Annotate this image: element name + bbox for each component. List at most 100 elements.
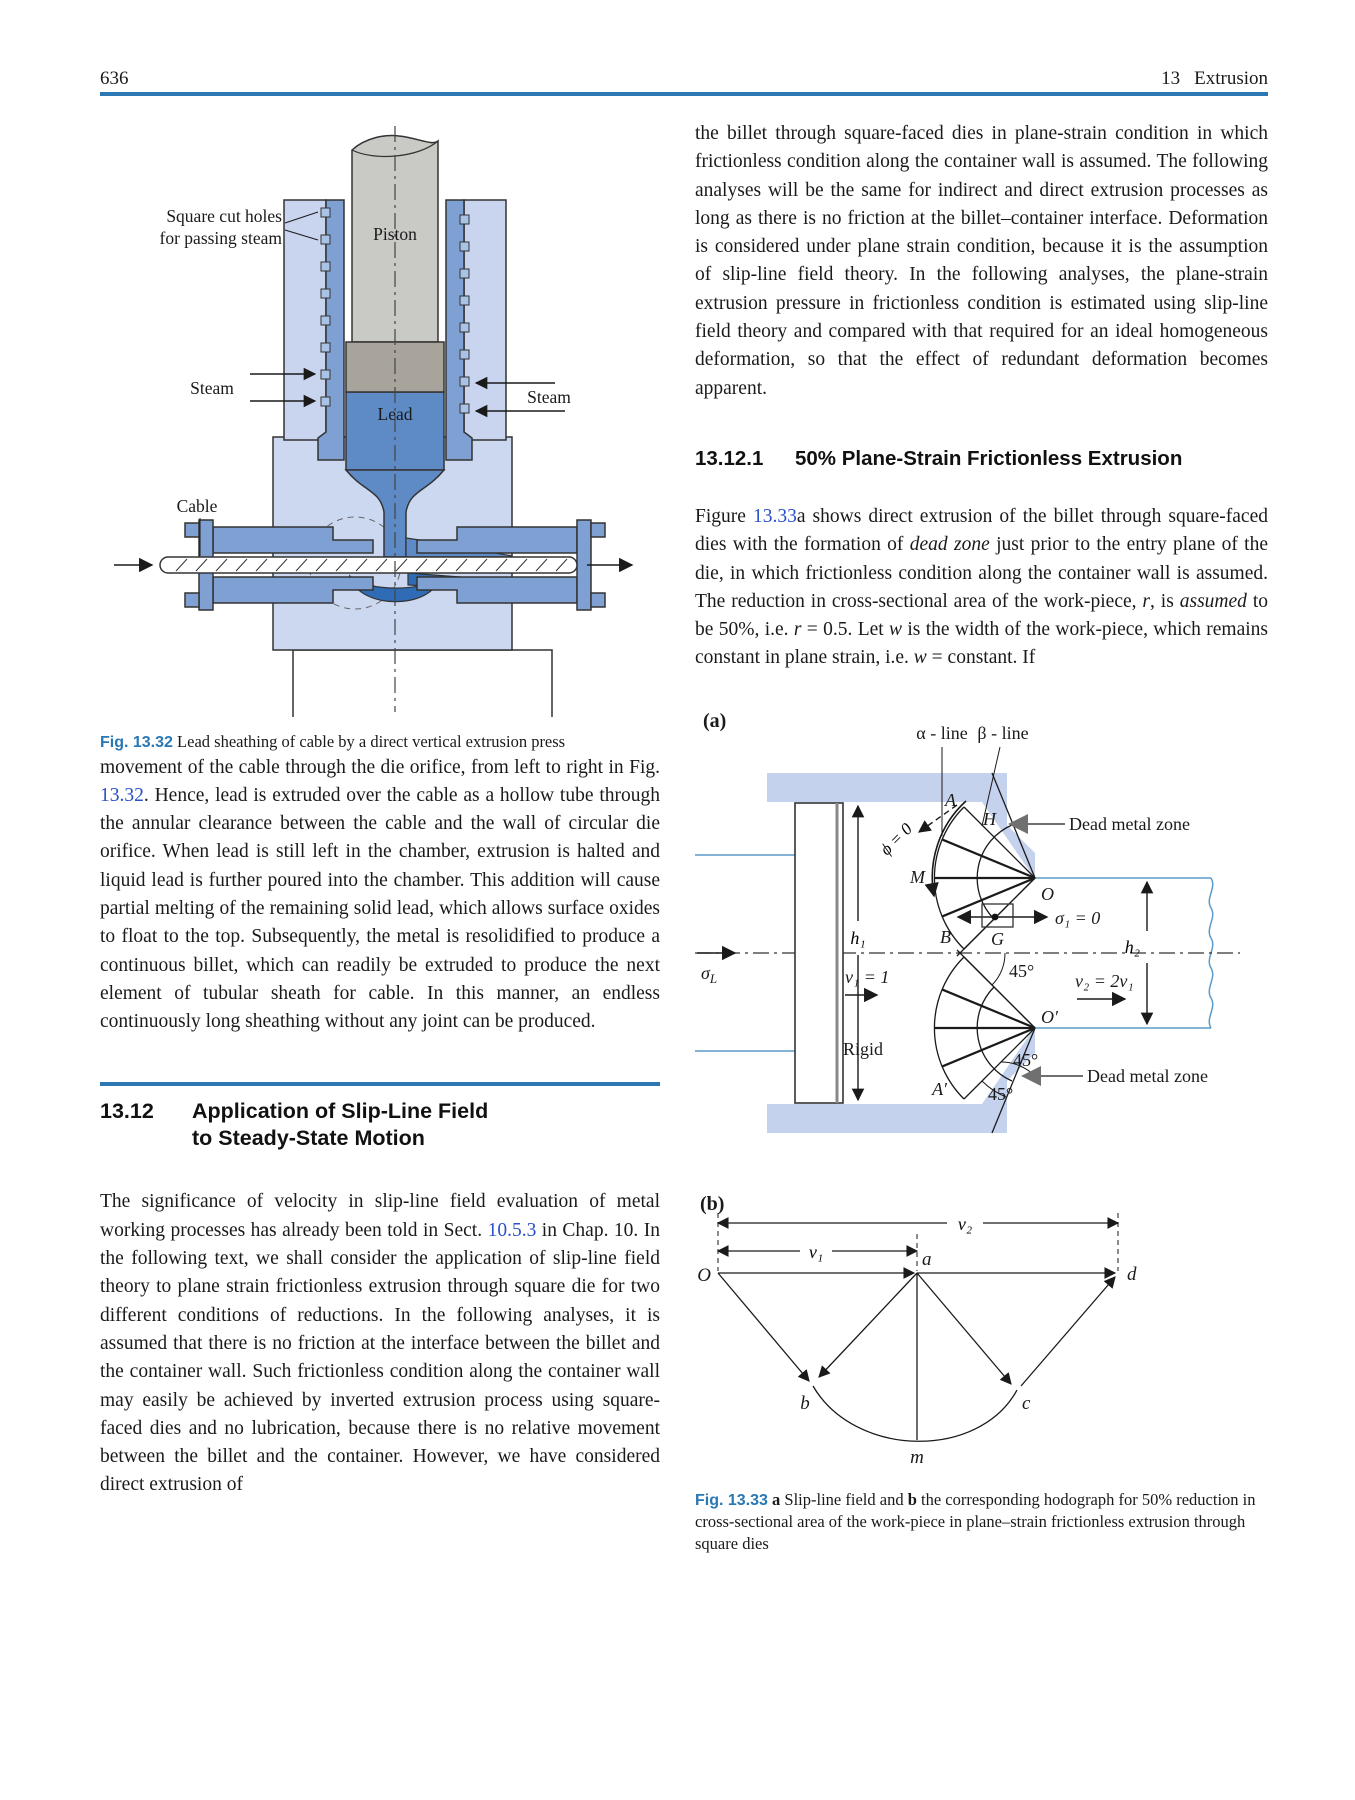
text-segment: the corresponding hodograph for 50% redu…: [695, 1489, 1256, 1553]
cross-reference-link[interactable]: 13.33: [752, 505, 797, 527]
square-holes-label-line1: Square cut holes: [166, 206, 282, 226]
cable: [159, 556, 578, 574]
alpha-line-label: α - line: [916, 723, 967, 743]
hodo-d: d: [1127, 1264, 1137, 1285]
text-segment: Fig. 13.32: [100, 734, 173, 751]
point-G: G: [991, 929, 1004, 949]
press-pedestal: [292, 649, 553, 717]
text-segment: w: [889, 619, 903, 641]
panel-b-label: (b): [700, 1193, 724, 1215]
panel-a-label: (a): [703, 710, 726, 732]
angle-45-lower-Oprime: 45°: [988, 1084, 1013, 1104]
steam-right-label: Steam: [527, 387, 571, 407]
hodo-m: m: [910, 1447, 924, 1468]
text-segment: to be 50%, i.e.: [695, 590, 1268, 641]
container-and-die-walls: [767, 772, 1035, 1133]
point-O-prime: O′: [1041, 1007, 1059, 1027]
text-segment: r: [1142, 590, 1151, 612]
chapter-number: 13: [1161, 68, 1181, 89]
point-O: O: [1041, 884, 1054, 904]
running-head: 636 13 Extrusion: [100, 60, 1268, 90]
h1-dimension: h₁: [850, 804, 866, 1102]
left-paragraph-1: movement of the cable through the die or…: [100, 754, 660, 1037]
figure-13-32-extrusion-press-diagram: Square cut holes for passing steam Pisto…: [114, 126, 634, 717]
dead-zone-bottom-label: Dead metal zone: [1087, 1066, 1208, 1086]
left-paragraph-2: The significance of velocity in slip-lin…: [100, 1188, 660, 1499]
text-segment: w: [913, 647, 927, 669]
figure-13-33b-hodograph: (b) v₂ v₁: [697, 1193, 1137, 1468]
piston: [345, 134, 445, 393]
cross-reference-link[interactable]: 10.5.3: [487, 1219, 537, 1241]
text-segment: movement of the cable through the die or…: [100, 756, 660, 778]
text-segment: , is: [1150, 590, 1180, 612]
h2-label: h₂: [1125, 937, 1140, 957]
figure-13-32-caption: Fig. 13.32 Lead sheathing of cable by a …: [100, 731, 660, 754]
figure-13-33-caption: Fig. 13.33 a Slip-line field and b the c…: [695, 1489, 1268, 1555]
text-segment: a: [772, 1489, 781, 1509]
text-segment: Slip-line field and: [780, 1489, 908, 1509]
phi-zero-label: ϕ = 0: [876, 819, 916, 859]
point-H: H: [982, 809, 997, 829]
v1-dim-label: v₁: [809, 1242, 823, 1262]
left-column: Square cut holes for passing steam Pisto…: [100, 120, 660, 1500]
text-segment: in Chap. 10. In the following text, we s…: [100, 1219, 660, 1496]
hodograph-vectors: [717, 1266, 1117, 1442]
text-segment: . Hence, lead is extruded over the cable…: [100, 784, 660, 1033]
header-rule: [100, 92, 1268, 96]
text-segment: = constant. If: [926, 647, 1036, 669]
h1-label: h₁: [850, 928, 865, 948]
piston-label: Piston: [373, 224, 417, 244]
text-segment: Figure: [695, 505, 753, 527]
text-segment: r: [793, 619, 802, 641]
container-liners: [317, 199, 473, 461]
angle-45-center: 45°: [1009, 961, 1034, 981]
text-segment: is the width of the work-piece, which re…: [695, 619, 1268, 669]
text-segment: just prior to the entry plane of the die…: [695, 534, 1268, 612]
text-segment: dead zone: [909, 534, 990, 556]
rigid-label: Rigid: [843, 1039, 883, 1059]
hodo-c: c: [1022, 1393, 1031, 1414]
stress-element-G: [956, 903, 1049, 928]
v2-dim-label: v₂: [958, 1214, 972, 1234]
chapter-title: Extrusion: [1194, 68, 1268, 89]
point-A-prime: A′: [931, 1079, 948, 1099]
section-13-12-1-heading: 13.12.1 50% Plane-Strain Frictionless Ex…: [695, 447, 1268, 471]
text-segment: = 0.5. Let: [801, 619, 890, 641]
cable-label: Cable: [177, 496, 218, 516]
cable-hatching: [175, 558, 568, 572]
slip-line-fans: [924, 772, 1036, 1133]
dimension-extension-lines: [717, 1212, 1119, 1271]
v1-dimension: v₁: [716, 1242, 919, 1262]
section-number: 13.12: [100, 1099, 154, 1124]
beta-pointer: [981, 746, 1001, 826]
point-A: A: [944, 790, 957, 810]
figure-13-33a-slip-line-field: h₁: [695, 710, 1240, 1133]
angle-45-upper-Oprime: 45°: [1013, 1050, 1038, 1070]
section-rule: [100, 1082, 660, 1087]
beta-line-label: β - line: [977, 723, 1028, 743]
ram: [794, 801, 844, 1104]
subsection-title: 50% Plane-Strain Frictionless Extrusion: [795, 446, 1183, 470]
square-holes-label-line2: for passing steam: [160, 228, 283, 248]
phi-zero-annotation: ϕ = 0: [876, 804, 958, 859]
hodo-O: O: [697, 1265, 711, 1286]
v1-label: v₁ = 1: [845, 967, 889, 987]
point-B: B: [940, 927, 951, 947]
chapter-head: 13 Extrusion: [1161, 68, 1268, 90]
v2-dimension: v₂: [716, 1214, 1120, 1234]
hodo-b: b: [800, 1393, 810, 1414]
section-13-12-heading: 13.12 Application of Slip-Line Field to …: [100, 1098, 660, 1152]
text-segment: a shows direct extrusion of the billet t…: [695, 505, 1268, 556]
cross-reference-link[interactable]: 13.32: [100, 784, 144, 806]
hodo-a: a: [922, 1249, 932, 1270]
text-segment: The significance of velocity in slip-lin…: [100, 1191, 660, 1241]
sigma1-label: σ₁ = 0: [1055, 908, 1100, 928]
section-title: Application of Slip-Line Field to Steady…: [192, 1099, 489, 1151]
extruded-strip-surfaces: [695, 854, 1214, 1052]
text-segment: assumed: [1179, 590, 1247, 612]
dead-zone-top-label: Dead metal zone: [1069, 814, 1190, 834]
h2-dimension: h₂: [1125, 880, 1154, 1026]
right-column: the billet through square-faced dies in …: [695, 120, 1268, 1554]
text-segment: Lead sheathing of cable by a direct vert…: [172, 732, 566, 751]
text-segment: Fig. 13.33: [695, 1491, 768, 1509]
